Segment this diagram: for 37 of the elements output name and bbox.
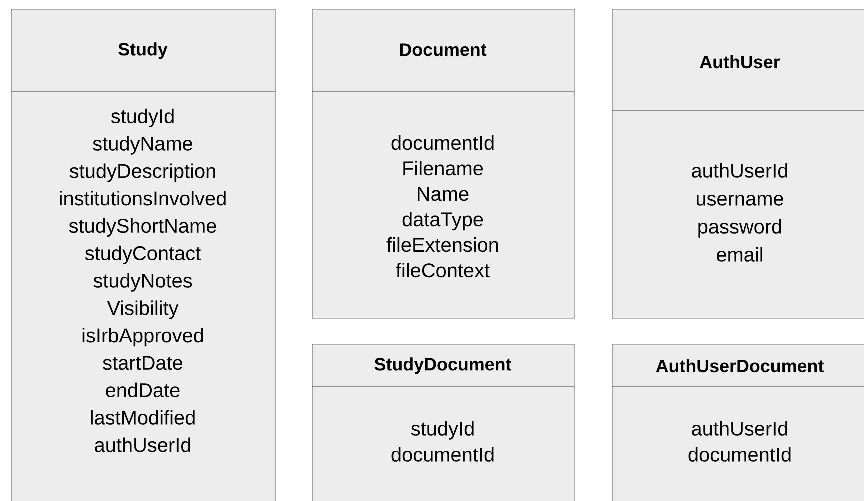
field-name: authUserId xyxy=(692,421,788,436)
field-name: studyContact xyxy=(85,246,201,264)
field-name: email xyxy=(717,247,762,262)
field-name: documentId xyxy=(688,447,791,462)
field-name: username xyxy=(697,195,784,206)
field-name: documentId xyxy=(392,447,494,462)
field-name: lastModified xyxy=(91,410,195,425)
field-name: password xyxy=(698,219,782,238)
field-name: authUserId xyxy=(692,163,788,178)
table-box xyxy=(612,9,864,319)
field-name: authUserId xyxy=(95,438,190,452)
table-header: StudyDocument xyxy=(374,358,512,374)
field-name: studyDescription xyxy=(70,164,216,182)
table-box xyxy=(10,9,276,501)
field-name: dataType xyxy=(402,212,484,231)
field-name: studyId xyxy=(411,421,474,440)
field-name: Name xyxy=(418,187,469,202)
table-header: AuthUser xyxy=(700,55,780,69)
field-name: fileContext xyxy=(396,263,490,278)
field-name: studyShortName xyxy=(69,218,216,238)
field-name: startDate xyxy=(103,356,183,370)
field-name: isIrbApproved xyxy=(82,328,204,347)
field-name: studyId xyxy=(111,108,174,128)
table-box xyxy=(312,344,575,501)
field-name: documentId xyxy=(392,136,494,150)
table-box xyxy=(312,9,575,319)
field-name: fileExtension xyxy=(386,238,498,252)
field-name: studyNotes xyxy=(94,273,192,292)
field-name: studyName xyxy=(93,136,192,155)
field-name: Filename xyxy=(404,161,484,176)
table-header: Document xyxy=(400,44,487,56)
table-header: Study xyxy=(118,42,168,60)
table-box xyxy=(612,344,864,501)
table-header: AuthUserDocument xyxy=(656,359,824,373)
field-name: institutionsInvolved xyxy=(60,191,226,206)
field-name: endDate xyxy=(106,382,180,398)
field-name: Visibility xyxy=(107,300,179,320)
